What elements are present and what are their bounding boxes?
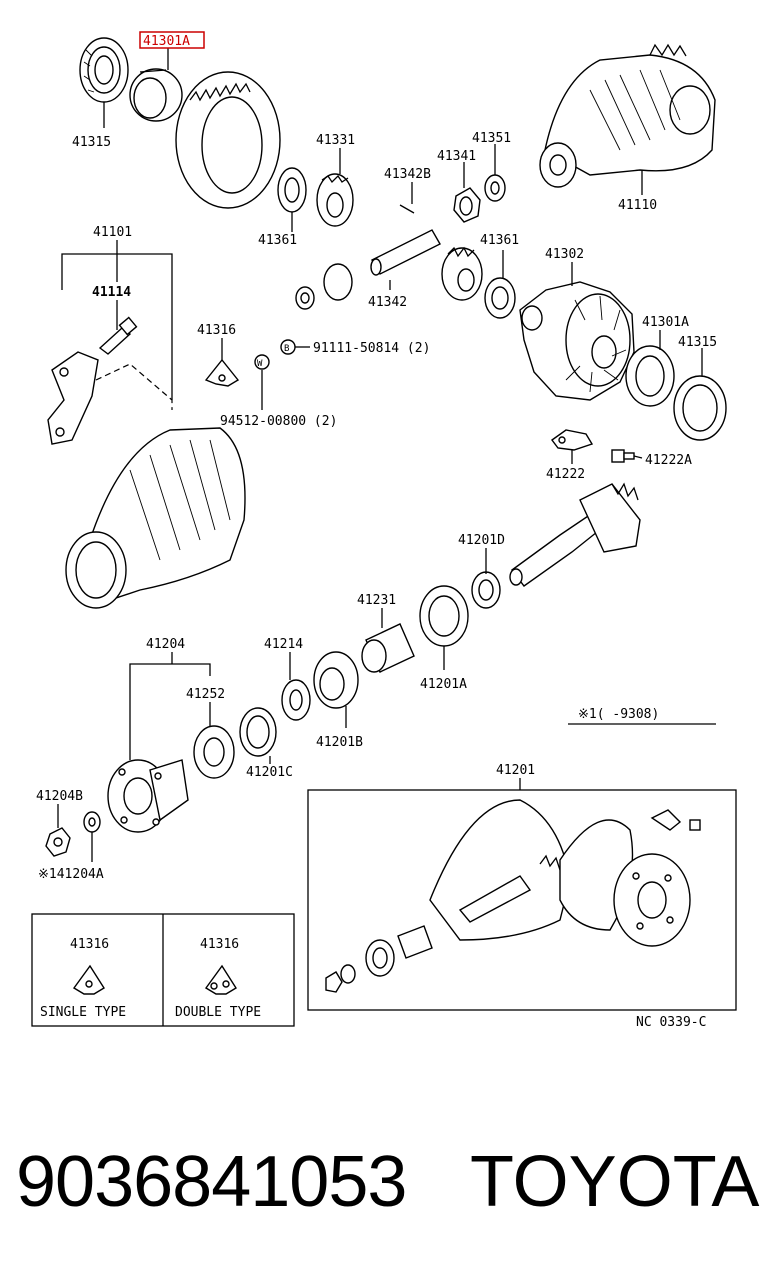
side-gear-left [323,263,353,301]
mounting-bracket-41101 [47,351,99,445]
label-41342: 41342 [368,295,407,310]
label-single-type: SINGLE TYPE [40,1005,126,1020]
bearing-41301A-mid [625,345,675,407]
label-41341: 41341 [437,149,476,164]
label-double-type: DOUBLE TYPE [175,1005,261,1020]
pin-41342B [399,204,415,214]
nut-41204B [45,827,71,857]
pinion-gear-41341 [453,187,481,223]
label-41301A-mid: 41301A [642,315,689,330]
differential-case-41110 [539,43,716,188]
svg-text:B: B [284,344,289,354]
oil-seal-41201C [239,707,277,757]
bolt-41222A [611,449,635,463]
oil-seal-41315-top [79,37,129,103]
label-41252: 41252 [186,687,225,702]
side-gear-41331 [316,173,354,227]
highlight-box-41301A [139,31,205,49]
label-41316-double: 41316 [200,937,239,952]
label-9308-note: ※1( -9308) [578,707,659,722]
label-41222: 41222 [546,467,585,482]
detail-assembly-41201 [325,799,701,993]
label-41201: 41201 [496,763,535,778]
label-41204A: ※141204A [38,867,104,882]
clip-41316 [204,358,240,387]
collapsible-spacer-41231 [361,623,415,673]
label-41361-b: 41361 [480,233,519,248]
label-41331: 41331 [316,133,355,148]
label-41214: 41214 [264,637,303,652]
bearing-race-41301A-top [129,68,183,122]
label-94512: 94512-00800 (2) [220,414,337,429]
clip-double-type-icon [204,964,237,995]
circle-W-marker [254,354,270,370]
label-91111: 91111-50814 (2) [313,341,430,356]
label-41201B: 41201B [316,735,363,750]
label-41201C: 41201C [246,765,293,780]
brand-name: TOYOTA [470,1142,760,1222]
label-41204B: 41204B [36,789,83,804]
label-41351: 41351 [472,131,511,146]
differential-case-41302 [519,281,635,401]
side-gear-41331-lower [441,246,483,301]
lock-plate-41222 [551,429,594,451]
clip-single-type-icon [72,964,105,995]
label-41342B: 41342B [384,167,431,182]
label-41302: 41302 [545,247,584,262]
svg-text:W: W [257,359,263,369]
ring-gear [175,71,281,209]
label-41315-top: 41315 [72,135,111,150]
label-41204: 41204 [146,637,185,652]
detail-box-41201 [307,789,737,1011]
label-41222A: 41222A [645,453,692,468]
label-41110: 41110 [618,198,657,213]
label-41114: 41114 [92,285,131,300]
label-ref-code: NC 0339-C [636,1015,706,1030]
bolt-41114 [98,316,138,355]
differential-carrier-housing [65,427,246,609]
part-number: 9036841053 [16,1142,407,1222]
label-41316-single: 41316 [70,937,109,952]
label-41361-a: 41361 [258,233,297,248]
label-41101: 41101 [93,225,132,240]
oil-seal-41315-mid [673,375,727,441]
label-41201A: 41201A [420,677,467,692]
drive-pinion [509,482,641,587]
label-41315-mid: 41315 [678,335,717,350]
label-41316: 41316 [197,323,236,338]
label-41301A-highlighted[interactable]: 41301A [143,34,190,49]
companion-flange-41204 [107,759,189,833]
pinion-shaft-41342 [370,229,441,276]
parts-diagram: 41315 41301A 41361 41331 41342B 41341 41… [31,31,737,1030]
label-41201D: 41201D [458,533,505,548]
bearing-41201B [313,651,359,709]
bearing-41201A [419,585,469,647]
label-41231: 41231 [357,593,396,608]
